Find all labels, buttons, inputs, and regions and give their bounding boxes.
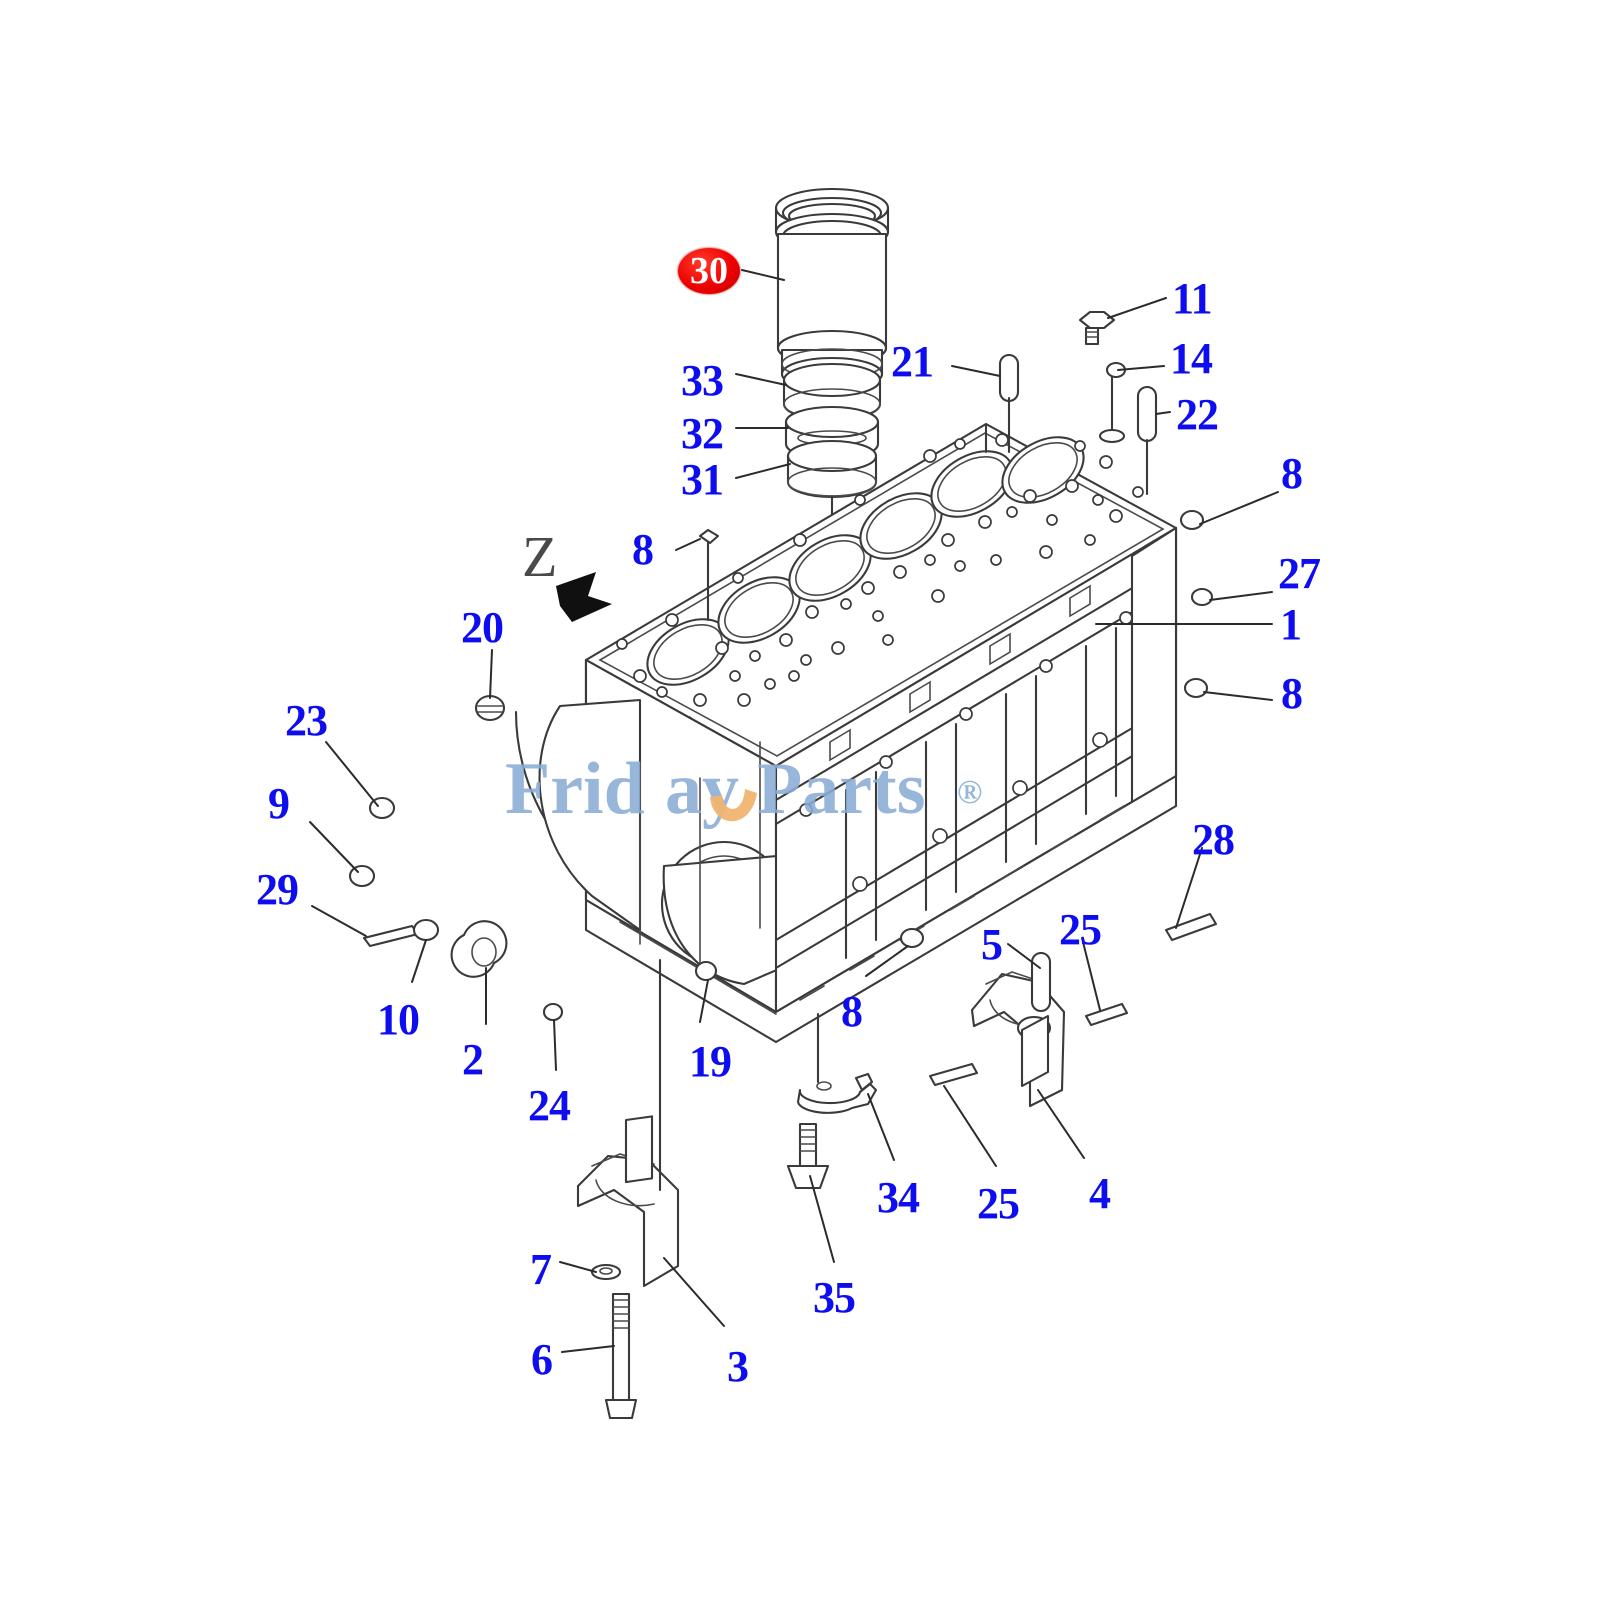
hardware-items — [348, 310, 1218, 1087]
callout-30-highlight[interactable]: 30 — [678, 248, 740, 294]
callout-19[interactable]: 19 — [689, 1037, 732, 1086]
callout-4[interactable]: 4 — [1089, 1169, 1111, 1218]
callout-8-deck-left[interactable]: 8 — [632, 525, 654, 574]
oil-jet-part-34 — [796, 1012, 878, 1114]
cylinder-block-part-1 — [514, 422, 1178, 1044]
callout-2[interactable]: 2 — [462, 1035, 484, 1084]
callout-7[interactable]: 7 — [530, 1245, 552, 1294]
callout-24[interactable]: 24 — [528, 1081, 571, 1130]
callout-23[interactable]: 23 — [285, 696, 328, 745]
callout-8-upper-right[interactable]: 8 — [1281, 449, 1303, 498]
callout-28[interactable]: 28 — [1192, 815, 1235, 864]
callout-34[interactable]: 34 — [877, 1173, 920, 1222]
callout-8-bottom[interactable]: 8 — [841, 987, 863, 1036]
callout-3[interactable]: 3 — [727, 1342, 749, 1391]
callout-8-lower-right[interactable]: 8 — [1281, 669, 1303, 718]
callout-35[interactable]: 35 — [813, 1273, 856, 1322]
callout-22[interactable]: 22 — [1176, 390, 1219, 439]
main-bearing-cap-part-3 — [576, 958, 680, 1420]
callout-31[interactable]: 31 — [681, 455, 724, 504]
jet-bolt-part-35 — [786, 1122, 830, 1190]
seal-ring-part-31 — [786, 439, 878, 499]
callout-25-upper[interactable]: 25 — [1059, 905, 1102, 954]
callout-20[interactable]: 20 — [461, 603, 504, 652]
callout-9[interactable]: 9 — [268, 779, 290, 828]
cylinder-liner-part-30 — [774, 187, 890, 392]
callout-6[interactable]: 6 — [531, 1335, 553, 1384]
main-bearing-cap-part-4 — [970, 951, 1066, 1108]
callout-25-lower[interactable]: 25 — [977, 1179, 1020, 1228]
callout-27[interactable]: 27 — [1278, 549, 1321, 598]
view-direction-arrow — [556, 572, 612, 622]
callout-1[interactable]: 1 — [1280, 600, 1302, 649]
callout-21[interactable]: 21 — [891, 337, 934, 386]
callout-33[interactable]: 33 — [681, 356, 724, 405]
callout-32[interactable]: 32 — [681, 409, 724, 458]
callout-10[interactable]: 10 — [377, 995, 420, 1044]
cylinder-bores — [646, 436, 1085, 686]
callout-29[interactable]: 29 — [256, 865, 299, 914]
callout-14[interactable]: 14 — [1170, 334, 1213, 383]
callout-11[interactable]: 11 — [1172, 274, 1213, 323]
section-marker-z: Z — [522, 524, 558, 589]
callout-5[interactable]: 5 — [981, 920, 1003, 969]
leader-lines — [309, 269, 1279, 1353]
